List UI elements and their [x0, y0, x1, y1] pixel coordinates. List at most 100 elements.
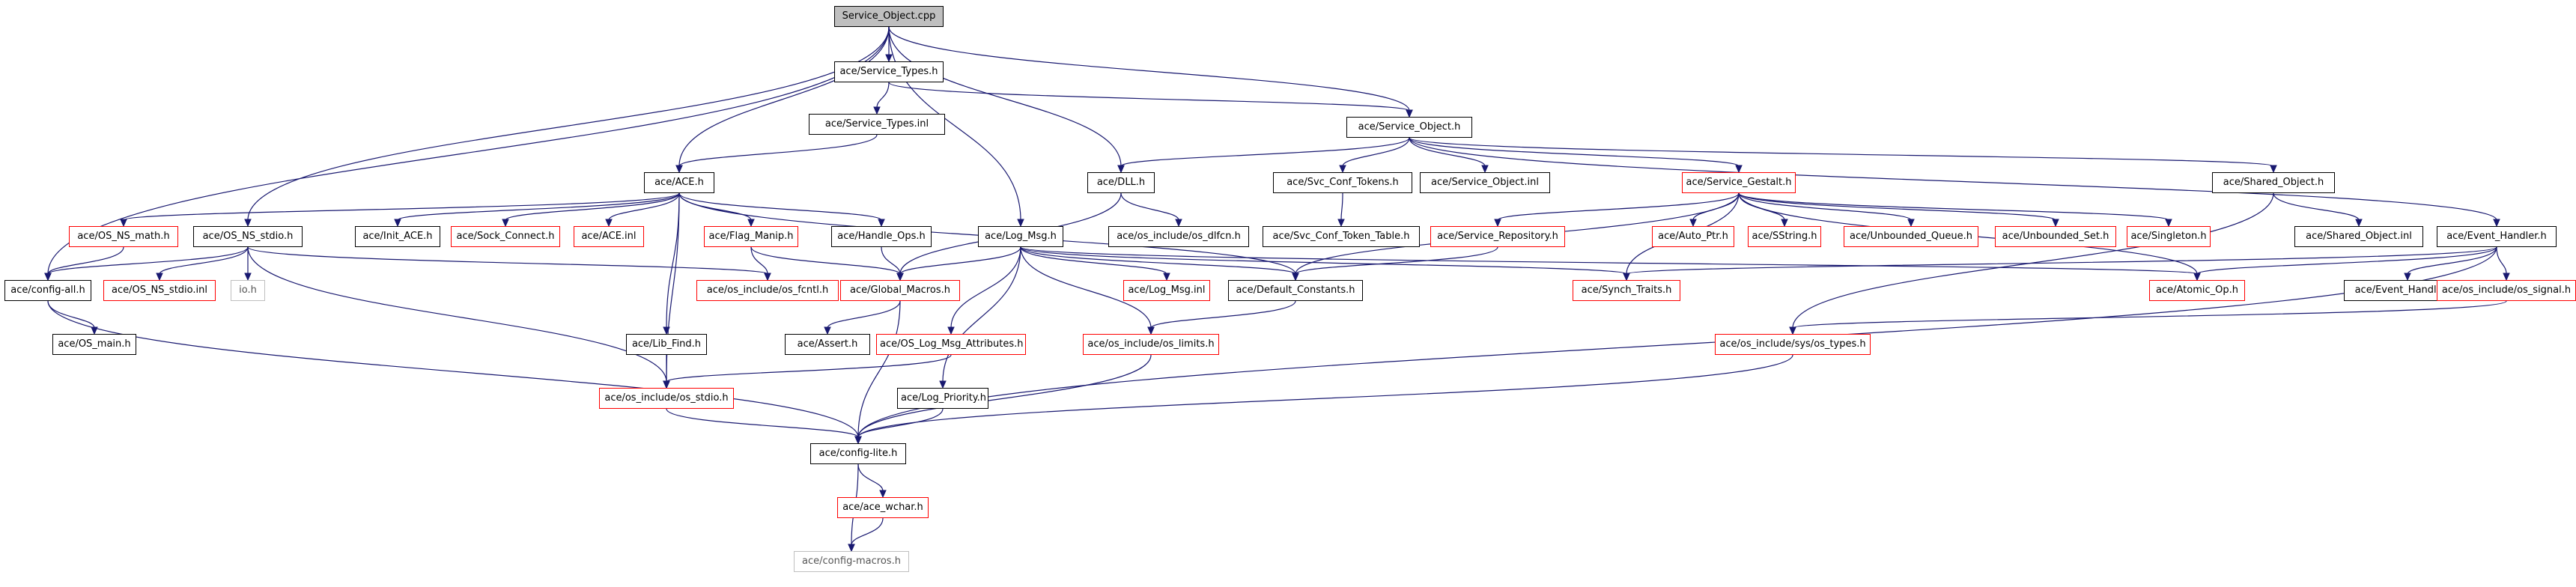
node-event-handler-h[interactable]: ace/Event_Handler.h — [2437, 226, 2557, 247]
edge-os_signal_h-to-os_types_h — [1792, 300, 2507, 329]
edge-event_handler_h-to-event_handler_inl — [2407, 246, 2497, 275]
edge-service_repository_h-to-default_constants_h — [1295, 246, 1498, 275]
edge-os_ns_stdio_h-to-os_stdio_h — [247, 246, 667, 383]
edge-arrowhead — [502, 219, 509, 228]
node-ace-inl[interactable]: ace/ACE.inl — [574, 226, 644, 247]
node-service-repository-h[interactable]: ace/Service_Repository.h — [1430, 226, 1565, 247]
edge-arrowhead — [663, 380, 670, 389]
node-service-gestalt-h[interactable]: ace/Service_Gestalt.h — [1682, 172, 1796, 193]
edge-service_object_h-to-service_object_inl — [1409, 137, 1486, 167]
node-svc-conf-tokens-h[interactable]: ace/Svc_Conf_Tokens.h — [1273, 172, 1412, 193]
node-singleton-h[interactable]: ace/Singleton.h — [2127, 226, 2211, 247]
edge-arrowhead — [764, 273, 771, 282]
node-auto-ptr-h[interactable]: ace/Auto_Ptr.h — [1652, 226, 1734, 247]
edge-ace_h-to-os_ns_math_h — [123, 192, 680, 221]
node-handle-ops-h[interactable]: ace/Handle_Ops.h — [831, 226, 932, 247]
edge-arrowhead — [1481, 165, 1489, 174]
node-os-types-h[interactable]: ace/os_include/sys/os_types.h — [1715, 334, 1871, 355]
node-config-all-h[interactable]: ace/config-all.h — [4, 280, 91, 301]
node-ace-h[interactable]: ace/ACE.h — [644, 172, 714, 193]
edge-service_object_h-to-svc_conf_tokens_h — [1342, 137, 1410, 167]
node-os-ns-stdio-h[interactable]: ace/OS_NS_stdio.h — [193, 226, 303, 247]
edge-service_types_h-to-service_object_h — [888, 82, 1410, 112]
node-os-limits-h[interactable]: ace/os_include/os_limits.h — [1083, 334, 1219, 355]
node-os-log-msg-attributes-h[interactable]: ace/OS_Log_Msg_Attributes.h — [876, 334, 1026, 355]
node-os-ns-math-h[interactable]: ace/OS_NS_math.h — [69, 226, 178, 247]
edge-service_gestalt_h-to-service_repository_h — [1497, 192, 1740, 221]
edge-arrowhead — [1623, 273, 1630, 282]
edge-service_object_cpp-to-dll_h — [888, 26, 1122, 167]
edge-service_gestalt_h-to-singleton_h — [1738, 192, 2169, 221]
edge-arrowhead — [2493, 219, 2500, 228]
node-service-types-h[interactable]: ace/Service_Types.h — [834, 61, 944, 82]
edge-arrowhead — [1789, 326, 1796, 335]
node-init-ace-h[interactable]: ace/Init_ACE.h — [355, 226, 440, 247]
node-assert-h[interactable]: ace/Assert.h — [785, 334, 870, 355]
edge-dll_h-to-os_dlfcn_h — [1120, 192, 1179, 221]
edge-handle_ops_h-to-global_macros_h — [881, 246, 901, 275]
node-synch-traits-h[interactable]: ace/Synch_Traits.h — [1573, 280, 1680, 301]
node-service-types-inl[interactable]: ace/Service_Types.inl — [809, 114, 945, 135]
edge-service_gestalt_h-to-unbounded_set_h — [1738, 192, 2056, 221]
edge-log_msg_h-to-os_limits_h — [1020, 246, 1152, 329]
node-log-msg-inl[interactable]: ace/Log_Msg.inl — [1123, 280, 1210, 301]
node-os-dlfcn-h[interactable]: ace/os_include/os_dlfcn.h — [1108, 226, 1249, 247]
edge-global_macros_h-to-assert_h — [827, 300, 901, 329]
node-sock-connect-h[interactable]: ace/Sock_Connect.h — [451, 226, 560, 247]
node-sstring-h[interactable]: ace/SString.h — [1748, 226, 1821, 247]
edge-config_all_h-to-os_main_h — [47, 300, 95, 329]
node-io-h: io.h — [231, 280, 265, 301]
node-default-constants-h[interactable]: ace/Default_Constants.h — [1228, 280, 1363, 301]
edge-arrowhead — [2355, 219, 2363, 228]
edge-service_types_inl-to-ace_h — [678, 134, 878, 167]
node-lib-find-h[interactable]: ace/Lib_Find.h — [626, 334, 707, 355]
node-flag-manip-h[interactable]: ace/Flag_Manip.h — [704, 226, 798, 247]
node-ace-wchar-h[interactable]: ace/ace_wchar.h — [837, 497, 929, 518]
edge-arrowhead — [2503, 273, 2510, 282]
node-service-object-inl[interactable]: ace/Service_Object.inl — [1420, 172, 1550, 193]
node-os-main-h[interactable]: ace/OS_main.h — [52, 334, 136, 355]
node-atomic-op-h[interactable]: ace/Atomic_Op.h — [2149, 280, 2245, 301]
node-os-signal-h[interactable]: ace/os_include/os_signal.h — [2437, 280, 2576, 301]
node-log-priority-h[interactable]: ace/Log_Priority.h — [897, 388, 988, 409]
edge-service_object_h-to-shared_object_h — [1409, 137, 2274, 167]
edge-arrowhead — [1337, 219, 1345, 228]
node-unbounded-set-h[interactable]: ace/Unbounded_Set.h — [1995, 226, 2116, 247]
node-svc-conf-token-table-h[interactable]: ace/Svc_Conf_Token_Table.h — [1263, 226, 1420, 247]
edge-arrowhead — [947, 326, 955, 335]
node-unbounded-queue-h[interactable]: ace/Unbounded_Queue.h — [1844, 226, 1978, 247]
edge-os_types_h-to-config_lite_h — [857, 354, 1793, 438]
node-os-ns-stdio-inl[interactable]: ace/OS_NS_stdio.inl — [103, 280, 216, 301]
edge-event_handler_h-to-atomic_op_h — [2196, 246, 2497, 275]
edge-service_gestalt_h-to-auto_ptr_h — [1692, 192, 1740, 221]
edge-flag_manip_h-to-global_macros_h — [750, 246, 901, 275]
edge-os_limits_h-to-config_lite_h — [857, 354, 1152, 438]
edge-arrowhead — [824, 326, 831, 335]
edge-event_handler_h-to-os_signal_h — [2496, 246, 2507, 275]
edge-shared_object_h-to-shared_object_inl — [2273, 192, 2360, 221]
edge-arrowhead — [2270, 165, 2277, 174]
edge-ace_wchar_h-to-config_macros_h — [851, 517, 884, 546]
node-shared-object-inl[interactable]: ace/Shared_Object.inl — [2294, 226, 2423, 247]
edge-ace_h-to-lib_find_h — [666, 192, 680, 329]
edge-service_object_cpp-to-service_object_h — [888, 26, 1410, 112]
node-os-stdio-h[interactable]: ace/os_include/os_stdio.h — [599, 388, 734, 409]
edge-arrowhead — [879, 490, 887, 499]
node-config-lite-h[interactable]: ace/config-lite.h — [810, 443, 906, 464]
node-log-msg-h[interactable]: ace/Log_Msg.h — [978, 226, 1063, 247]
edge-arrowhead — [605, 219, 613, 228]
node-shared-object-h[interactable]: ace/Shared_Object.h — [2212, 172, 2335, 193]
node-global-macros-h[interactable]: ace/Global_Macros.h — [840, 280, 960, 301]
node-service-object-cpp[interactable]: Service_Object.cpp — [834, 6, 944, 27]
edge-ace_h-to-ace_inl — [608, 192, 680, 221]
edge-os_stdio_h-to-config_lite_h — [666, 408, 859, 438]
node-os-fcntl-h[interactable]: ace/os_include/os_fcntl.h — [696, 280, 839, 301]
node-service-object-h[interactable]: ace/Service_Object.h — [1346, 117, 1472, 138]
edge-ace_h-to-sock_connect_h — [505, 192, 680, 221]
node-dll-h[interactable]: ace/DLL.h — [1087, 172, 1155, 193]
edge-arrowhead — [1292, 273, 1299, 282]
edge-log_msg_h-to-os_log_msg_attributes_h — [950, 246, 1021, 329]
edge-arrowhead — [1163, 273, 1170, 282]
edge-svc_conf_tokens_h-to-svc_conf_token_table_h — [1340, 192, 1343, 221]
